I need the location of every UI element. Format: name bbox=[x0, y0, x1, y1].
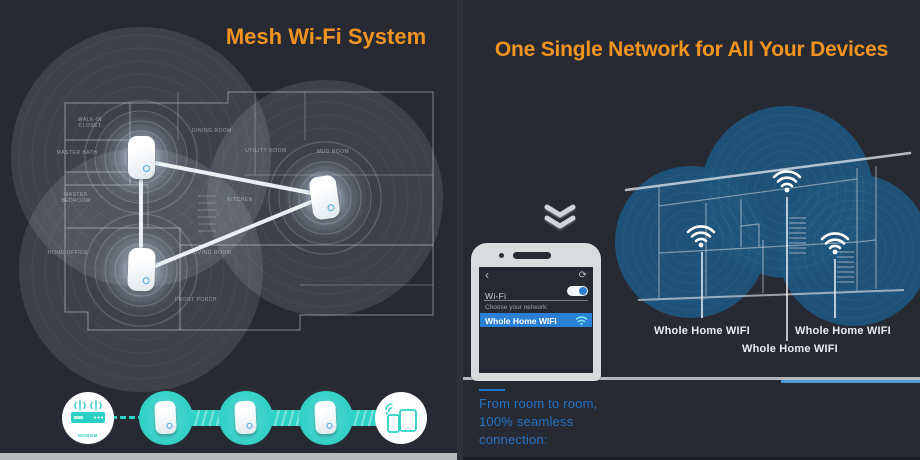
house-illustration bbox=[544, 106, 920, 341]
room-label-kitchen: KITCHEN bbox=[227, 197, 253, 203]
mesh-connection-lines bbox=[139, 161, 313, 268]
wifi-icon bbox=[686, 225, 716, 248]
modem-label: MODEM bbox=[78, 433, 98, 438]
wifi-signal-icon bbox=[575, 316, 588, 326]
wifi-toggle[interactable] bbox=[567, 286, 588, 296]
extender-circle-1 bbox=[139, 391, 193, 445]
caption-dash bbox=[479, 389, 505, 391]
wifi-setting-label: Wi-Fi bbox=[485, 291, 507, 301]
device-logo-ring bbox=[246, 422, 253, 429]
mesh-device-top bbox=[128, 136, 155, 179]
device-logo-ring bbox=[166, 422, 173, 429]
wifi-setting-row: Wi-Fi bbox=[485, 286, 588, 301]
smartphone: ‹ ⟳ Wi-Fi Choose your network: Whole Hom… bbox=[471, 243, 601, 381]
label-leader-lines bbox=[701, 197, 836, 341]
modem-dashed-link bbox=[111, 416, 144, 419]
choose-network-label: Choose your network: bbox=[485, 304, 549, 311]
room-label-front-porch: FRONT PORCH bbox=[174, 297, 218, 303]
left-panel: WALK-IN CLOSET MASTER BATH MASTER BEDROO… bbox=[0, 0, 457, 460]
speaker-slot bbox=[513, 252, 551, 259]
toggle-knob bbox=[579, 287, 587, 295]
caption-line-1: From room to room, bbox=[479, 396, 598, 411]
room-label-master-bedroom: MASTER BEDROOM bbox=[61, 192, 91, 204]
client-devices-icon bbox=[385, 403, 417, 433]
coverage-circle-right bbox=[778, 174, 920, 326]
mesh-device-bottom bbox=[127, 247, 156, 292]
caption-line-2: 100% seamless bbox=[479, 414, 574, 429]
caption-text: From room to room, 100% seamless connect… bbox=[479, 395, 597, 449]
wifi-label-left: Whole Home WIFI bbox=[654, 325, 750, 337]
table-surface-line bbox=[463, 377, 920, 380]
modem-icon bbox=[71, 400, 105, 423]
device-logo-ring bbox=[142, 277, 150, 285]
network-row[interactable]: Whole Home WIFI bbox=[480, 313, 592, 327]
floorplan-illustration bbox=[11, 27, 443, 392]
device-logo-ring bbox=[143, 165, 150, 172]
mesh-device-icon bbox=[154, 400, 177, 435]
wifi-label-center: Whole Home WIFI bbox=[742, 343, 838, 355]
caption-line-3: connection: bbox=[479, 432, 548, 447]
extender-circle-2 bbox=[219, 391, 273, 445]
table-surface-accent bbox=[781, 380, 920, 383]
modem-circle: MODEM bbox=[62, 392, 114, 444]
refresh-icon[interactable]: ⟳ bbox=[578, 270, 587, 281]
wifi-label-right: Whole Home WIFI bbox=[795, 325, 891, 337]
client-devices-circle bbox=[375, 392, 427, 444]
panel-divider bbox=[457, 0, 463, 460]
house-wireframe bbox=[624, 151, 912, 301]
camera-dot bbox=[499, 253, 504, 258]
mesh-chain-band bbox=[162, 410, 404, 426]
bottom-edge-line bbox=[463, 457, 920, 460]
right-title: One Single Network for All Your Devices bbox=[494, 38, 889, 61]
device-logo-ring bbox=[326, 422, 333, 429]
room-label-walkin-closet: WALK-IN CLOSET bbox=[77, 117, 103, 129]
network-name: Whole Home WIFI bbox=[485, 316, 557, 326]
screen-divider bbox=[484, 300, 588, 301]
room-label-master-bath: MASTER BATH bbox=[56, 150, 98, 156]
wifi-icon bbox=[772, 170, 802, 193]
room-label-dining-room: DINING ROOM bbox=[192, 128, 232, 134]
room-label-home-office: HOME OFFICE bbox=[47, 250, 89, 256]
room-label-mud-room: MUD ROOM bbox=[316, 149, 350, 155]
mesh-device-icon bbox=[314, 400, 337, 435]
wifi-icon bbox=[820, 232, 850, 255]
floor-band bbox=[0, 453, 457, 460]
left-title: Mesh Wi-Fi System bbox=[225, 24, 427, 49]
back-icon[interactable]: ‹ bbox=[485, 268, 489, 282]
mesh-device-icon bbox=[234, 400, 257, 435]
mesh-device-right bbox=[308, 174, 341, 221]
room-label-living-room: LIVING ROOM bbox=[192, 250, 232, 256]
phone-nav-bar: ‹ ⟳ bbox=[479, 269, 593, 283]
right-panel: One Single Network for All Your Devices … bbox=[463, 0, 920, 460]
room-label-utility-room: UTILITY ROOM bbox=[245, 148, 287, 154]
chevron-down-icon bbox=[544, 204, 576, 231]
device-logo-ring bbox=[327, 203, 335, 212]
phone-screen: ‹ ⟳ Wi-Fi Choose your network: Whole Hom… bbox=[479, 267, 593, 373]
extender-circle-3 bbox=[299, 391, 353, 445]
